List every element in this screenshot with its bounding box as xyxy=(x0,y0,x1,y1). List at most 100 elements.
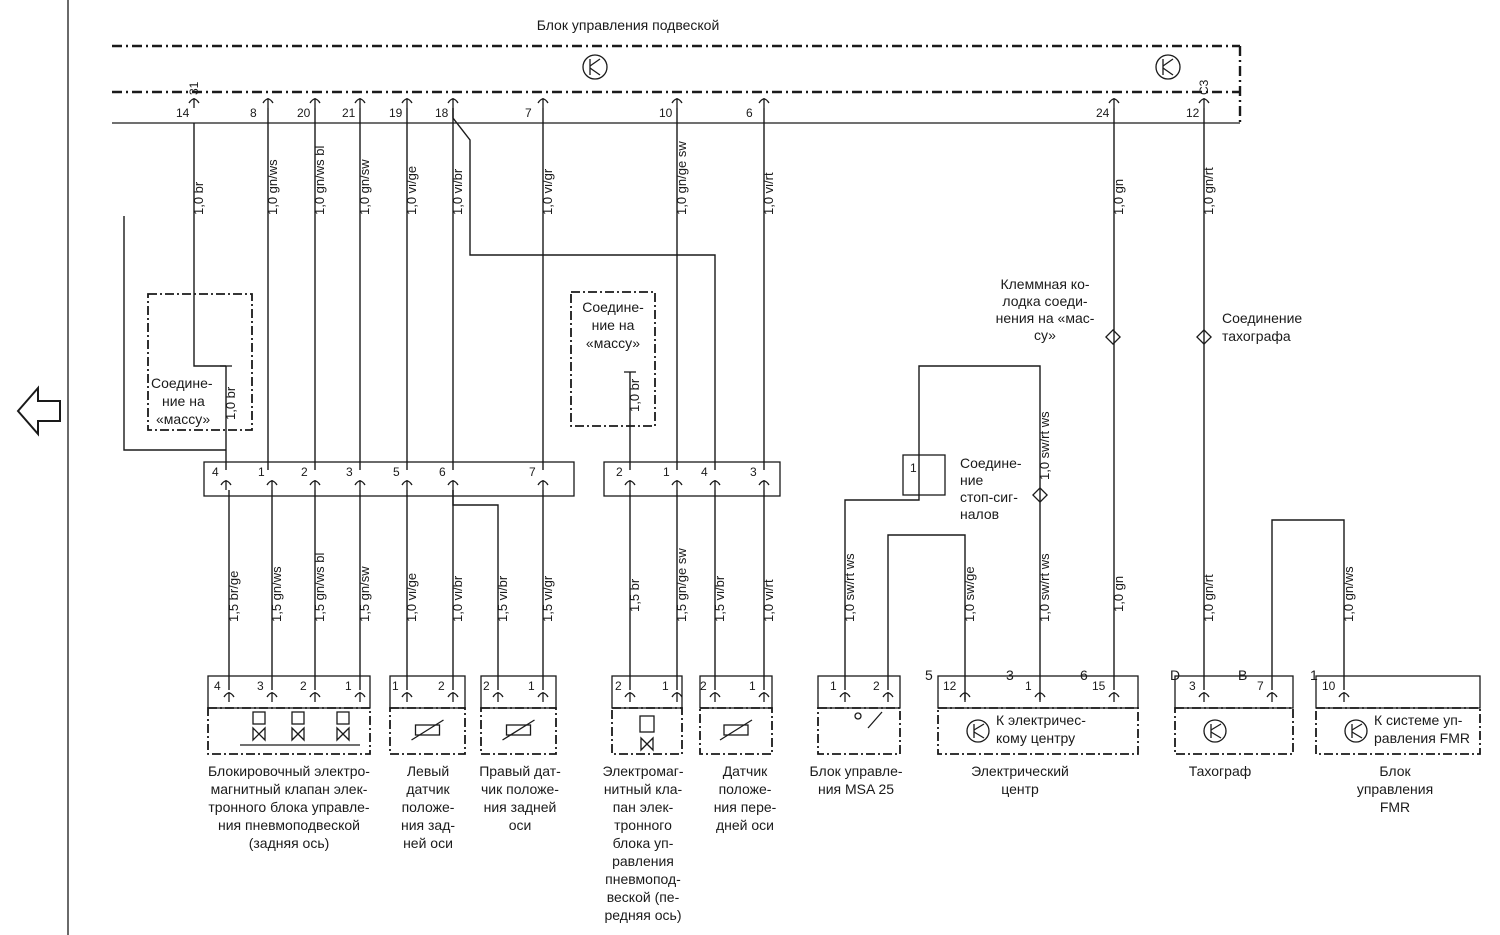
connector-pin-number: 5 xyxy=(393,465,400,479)
connector-pin-number: 6 xyxy=(439,465,446,479)
pin-number: 18 xyxy=(435,106,449,120)
connector-pin-number: 4 xyxy=(701,465,708,479)
component-inner-text: К электричес- xyxy=(996,712,1086,728)
component-label: FMR xyxy=(1380,799,1410,815)
wire-label: 1,0 vi/ge xyxy=(404,166,419,215)
wire-label: 1,5 br/ge xyxy=(226,571,241,622)
splice-ground-block-line-2: лодка соеди- xyxy=(1002,293,1087,309)
splice-stop-line-1: Соедине- xyxy=(960,455,1022,471)
component-pin-number: 2 xyxy=(300,679,307,693)
component-label: управления xyxy=(1357,781,1433,797)
intermediate-connector-left xyxy=(203,461,575,497)
component-label: датчик xyxy=(406,781,450,797)
ground-right-line-2: ние на xyxy=(592,317,635,333)
external-pin-label: D xyxy=(1170,667,1180,683)
sensor-resistor-icon xyxy=(411,719,444,741)
component-body xyxy=(207,707,371,755)
component-label: редняя ось) xyxy=(605,907,682,923)
component-pin-number: 1 xyxy=(830,679,837,693)
component-pin-number: 7 xyxy=(1257,679,1264,693)
component-pin-number: 1 xyxy=(1025,679,1032,693)
component-pin-number: 15 xyxy=(1092,679,1106,693)
component-label: положе- xyxy=(402,799,455,815)
component-connector xyxy=(937,675,1139,709)
component-pin-number: 2 xyxy=(483,679,490,693)
splice-tachograph-line-2: тахографа xyxy=(1222,328,1291,344)
component-pin-number: 2 xyxy=(873,679,880,693)
ground-connection-right xyxy=(570,291,656,427)
transistor-icon xyxy=(1344,719,1368,743)
component-label: Электрический xyxy=(971,763,1069,779)
component-body xyxy=(817,707,901,755)
splice-ground-block-line-4: су» xyxy=(1034,327,1056,343)
component-label: Правый дат- xyxy=(479,763,561,779)
wire-label: 1,5 vi/br xyxy=(495,575,510,622)
wire-label: 1,0 gn/rt xyxy=(1201,167,1216,215)
splice-ground-block-line-3: нения на «мас- xyxy=(996,310,1095,326)
pin-sub-label: 31 xyxy=(187,81,201,95)
component-label: тронного блока управле- xyxy=(208,799,370,815)
switch-icon xyxy=(867,711,883,729)
component-label: равления xyxy=(612,853,674,869)
pin-number: 12 xyxy=(1186,106,1200,120)
wire-label: 1,0 vi/br xyxy=(450,575,465,622)
connector-pin-number: 2 xyxy=(616,465,623,479)
component-label: нитный кла- xyxy=(604,781,683,797)
transistor-icon xyxy=(966,719,990,743)
component-label: положе- xyxy=(719,781,772,797)
splice-stop-line-4: налов xyxy=(960,506,999,522)
wire-label: 1,0 br xyxy=(627,378,642,412)
component-label: Левый xyxy=(407,763,449,779)
wire-label: 1,5 vi/gr xyxy=(540,575,555,622)
component-label: Блок управле- xyxy=(809,763,902,779)
wire-label: 1,0 gn/ws xyxy=(1341,566,1356,622)
component-label: ния задней xyxy=(484,799,557,815)
component-body xyxy=(937,707,1139,755)
sensor-resistor-icon xyxy=(414,724,441,736)
wire-label: 1,5 gn/ge sw xyxy=(674,548,689,622)
msa-wire-1 xyxy=(844,480,920,690)
pin-number: 6 xyxy=(746,106,753,120)
wire-label: 1,0 vi/rt xyxy=(761,579,776,622)
solenoid-icon xyxy=(291,711,305,725)
transistor-icon xyxy=(1203,719,1227,743)
wire-label: 1,5 gn/sw xyxy=(357,566,372,622)
wire-label: 1,0 gn/rt xyxy=(1201,574,1216,622)
external-pin-label: 6 xyxy=(1080,667,1088,683)
component-label: (задняя ось) xyxy=(249,835,330,851)
component-connector xyxy=(699,675,773,709)
splice-ground-block-line-1: Клеммная ко- xyxy=(1000,276,1089,292)
splice-stop-line-3: стоп-сиг- xyxy=(960,489,1018,505)
component-label: магнитный клапан элек- xyxy=(211,781,368,797)
sensor-resistor-icon xyxy=(502,719,535,741)
pin-number: 7 xyxy=(525,106,532,120)
external-pin-label: 5 xyxy=(925,667,933,683)
component-inner-text: равления FMR xyxy=(1374,730,1470,746)
wire-label: 1,5 gn/ws bl xyxy=(312,553,327,622)
ground-right-line-3: «массу» xyxy=(586,335,640,351)
connector-pin-number: 3 xyxy=(346,465,353,479)
connector-pin-number: 3 xyxy=(750,465,757,479)
component-label: ней оси xyxy=(403,835,453,851)
ground-connection-left xyxy=(147,293,253,431)
transistor-icon xyxy=(1351,723,1363,731)
wire-label: 1,0 gn/ws xyxy=(265,159,280,215)
transistor-icon xyxy=(582,54,608,80)
component-body xyxy=(480,707,557,755)
wire-pin18-crossover xyxy=(452,108,716,470)
component-label: Блокировочный электро- xyxy=(208,763,370,779)
back-arrow-icon[interactable] xyxy=(16,385,61,437)
transistor-icon xyxy=(973,723,985,731)
component-pin-number: 1 xyxy=(749,679,756,693)
component-label: ния MSA 25 xyxy=(818,781,894,797)
component-body xyxy=(699,707,773,755)
stop-signal-connector xyxy=(902,454,946,496)
